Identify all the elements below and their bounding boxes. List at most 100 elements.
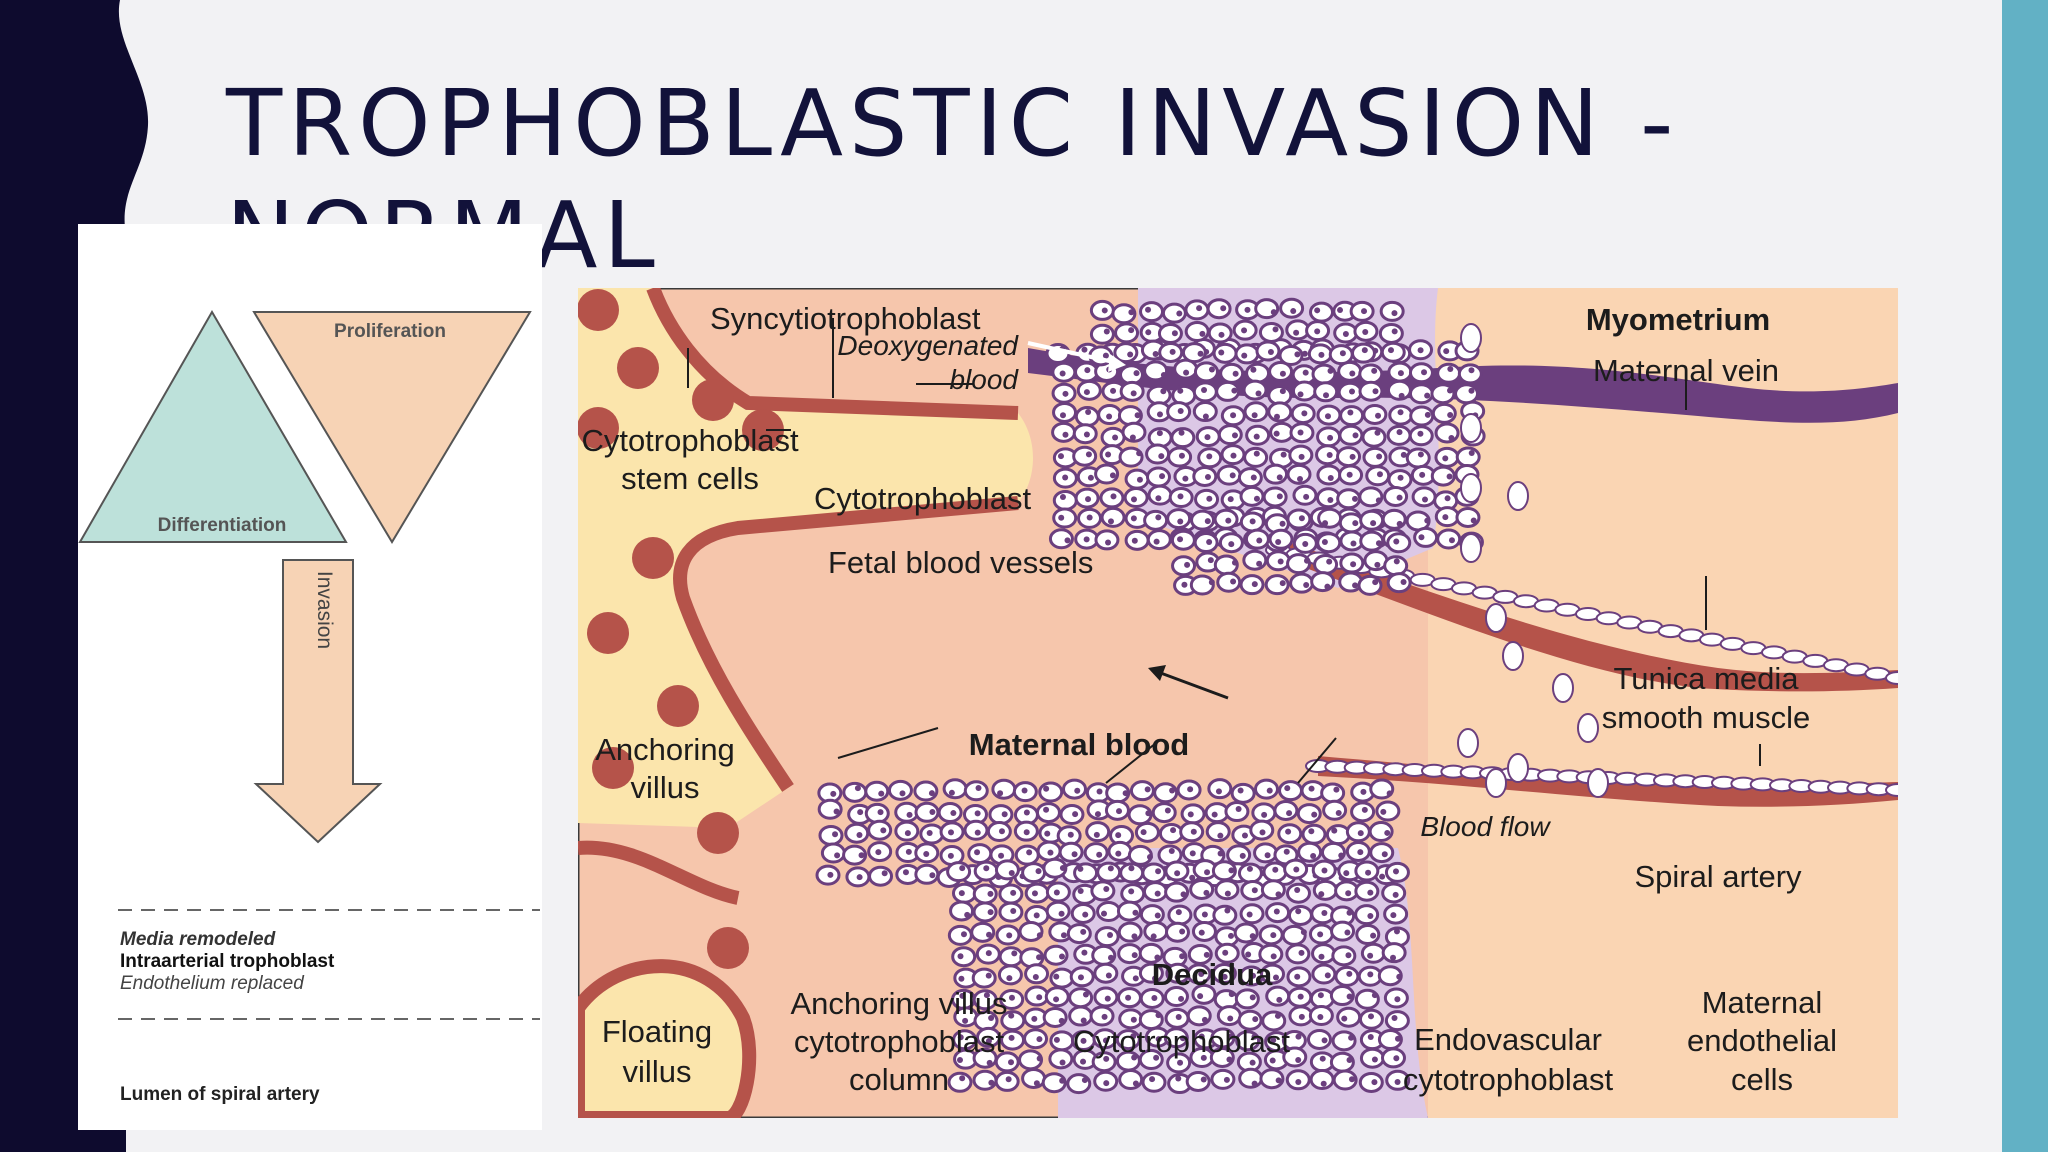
trophoblast-nucleus — [1392, 868, 1399, 875]
trophoblast-nucleus — [1153, 538, 1160, 545]
trophoblast-cell — [1237, 1009, 1263, 1031]
trophoblast-cell — [1141, 1071, 1167, 1093]
trophoblast-nucleus — [986, 931, 993, 938]
trophoblast-cell — [1378, 322, 1404, 344]
label-maternal-endo-2: endothelial — [1687, 1023, 1837, 1058]
trophoblast-cell — [1187, 943, 1213, 965]
trophoblast-nucleus — [1264, 852, 1271, 859]
trophoblast-nucleus — [959, 1075, 966, 1082]
trophoblast-cell — [1316, 464, 1342, 486]
syncytiotrophoblast-lower — [673, 496, 1019, 792]
trophoblast-nucleus — [1421, 496, 1428, 503]
trophoblast-nucleus — [1227, 1033, 1234, 1040]
trophoblast-cell — [1230, 782, 1256, 804]
trophoblast-nucleus — [1297, 476, 1304, 483]
trophoblast-nucleus — [1319, 1055, 1326, 1062]
label-anchoring-column-1: Anchoring villus — [790, 986, 1007, 1021]
trophoblast-nucleus — [1396, 520, 1403, 527]
trophoblast-cell — [1311, 963, 1337, 985]
fetal-blood-vessel — [587, 612, 629, 654]
label-floating-2: villus — [623, 1054, 692, 1089]
trophoblast-cell — [1181, 342, 1207, 364]
trophoblast-nucleus — [1197, 993, 1204, 1000]
trophoblast-nucleus — [1376, 453, 1383, 460]
tunica-media-upper — [1278, 538, 1898, 692]
trophoblast-nucleus — [1397, 370, 1404, 377]
trophoblast-nucleus — [1201, 387, 1208, 394]
trophoblast-nucleus — [1327, 474, 1334, 481]
trophoblast-nucleus — [987, 909, 994, 916]
trophoblast-cell — [1310, 571, 1336, 593]
trophoblast-cell — [1089, 323, 1115, 345]
trophoblast-nucleus — [1207, 557, 1214, 564]
trophoblast-nucleus — [1301, 410, 1308, 417]
trophoblast-nucleus — [1036, 954, 1043, 961]
trophoblast-cell — [1245, 362, 1271, 384]
trophoblast-cell — [1336, 1006, 1362, 1028]
trophoblast-cell — [1024, 963, 1050, 985]
trophoblast-nucleus — [1270, 953, 1277, 960]
trophoblast-nucleus — [1372, 579, 1379, 586]
trophoblast-nucleus — [950, 810, 957, 817]
trophoblast-nucleus — [1215, 788, 1222, 795]
trophoblast-nucleus — [1249, 933, 1256, 940]
trophoblast-nucleus — [1357, 830, 1364, 837]
trophoblast-nucleus — [1367, 889, 1374, 896]
cytotrophoblast-cell-cluster — [815, 297, 1486, 1095]
myometrium-cell — [1507, 481, 1529, 511]
trophoblast-nucleus — [1384, 829, 1391, 836]
myometrium-cell — [1460, 413, 1482, 443]
trophoblast-nucleus — [1101, 910, 1108, 917]
trophoblast-nucleus — [1362, 328, 1369, 335]
trophoblast-nucleus — [1031, 890, 1038, 897]
trophoblast-nucleus — [1261, 811, 1268, 818]
trophoblast-nucleus — [1145, 306, 1152, 313]
trophoblast-nucleus — [1231, 387, 1238, 394]
trophoblast-cell — [1239, 485, 1265, 507]
trophoblast-nucleus — [1058, 910, 1065, 917]
trophoblast-cell — [1357, 574, 1383, 596]
trophoblast-nucleus — [1130, 515, 1137, 522]
trophoblast-nucleus — [1317, 992, 1324, 999]
trophoblast-nucleus — [1083, 536, 1090, 543]
trophoblast-nucleus — [1159, 473, 1166, 480]
trophoblast-nucleus — [1317, 931, 1324, 938]
trophoblast-nucleus — [1154, 954, 1161, 961]
trophoblast-nucleus — [928, 790, 935, 797]
trophoblast-cell — [1369, 842, 1395, 864]
trophoblast-nucleus — [1072, 811, 1079, 818]
trophoblast-cell — [1278, 780, 1304, 802]
trophoblast-nucleus — [1239, 852, 1246, 859]
trophoblast-nucleus — [1230, 452, 1237, 459]
trophoblast-nucleus — [1241, 327, 1248, 334]
trophoblast-nucleus — [1086, 514, 1093, 521]
fetal-blood-vessel — [578, 289, 619, 331]
trophoblast-nucleus — [1345, 890, 1352, 897]
trophoblast-nucleus — [1110, 387, 1117, 394]
trophoblast-nucleus — [1074, 787, 1081, 794]
trophoblast-cell — [1331, 945, 1357, 967]
trophoblast-nucleus — [1132, 975, 1139, 982]
trophoblast-nucleus — [1058, 514, 1065, 521]
trophoblast-nucleus — [881, 870, 888, 877]
trophoblast-nucleus — [1298, 1013, 1305, 1020]
trophoblast-cell — [1287, 904, 1313, 926]
invasion-label: Invasion — [313, 571, 336, 649]
label-endovascular-2: cytotrophoblast — [1403, 1062, 1614, 1097]
trophoblast-nucleus — [1302, 541, 1309, 548]
trophoblast-nucleus — [1253, 450, 1260, 457]
trophoblast-nucleus — [957, 1034, 964, 1041]
trophoblast-nucleus — [1357, 849, 1364, 856]
trophoblast-cell — [1058, 841, 1084, 863]
differentiation-triangle — [78, 310, 348, 543]
trophoblast-nucleus — [1346, 993, 1353, 1000]
trophoblast-cell — [1146, 529, 1172, 551]
trophoblast-nucleus — [1206, 495, 1213, 502]
trophoblast-nucleus — [880, 827, 887, 834]
trophoblast-nucleus — [1308, 785, 1315, 792]
trophoblast-cell — [1191, 983, 1217, 1005]
trophoblast-nucleus — [1178, 452, 1185, 459]
trophoblast-nucleus — [1375, 412, 1382, 419]
trophoblast-cell — [1052, 401, 1078, 423]
trophoblast-nucleus — [1308, 828, 1315, 835]
